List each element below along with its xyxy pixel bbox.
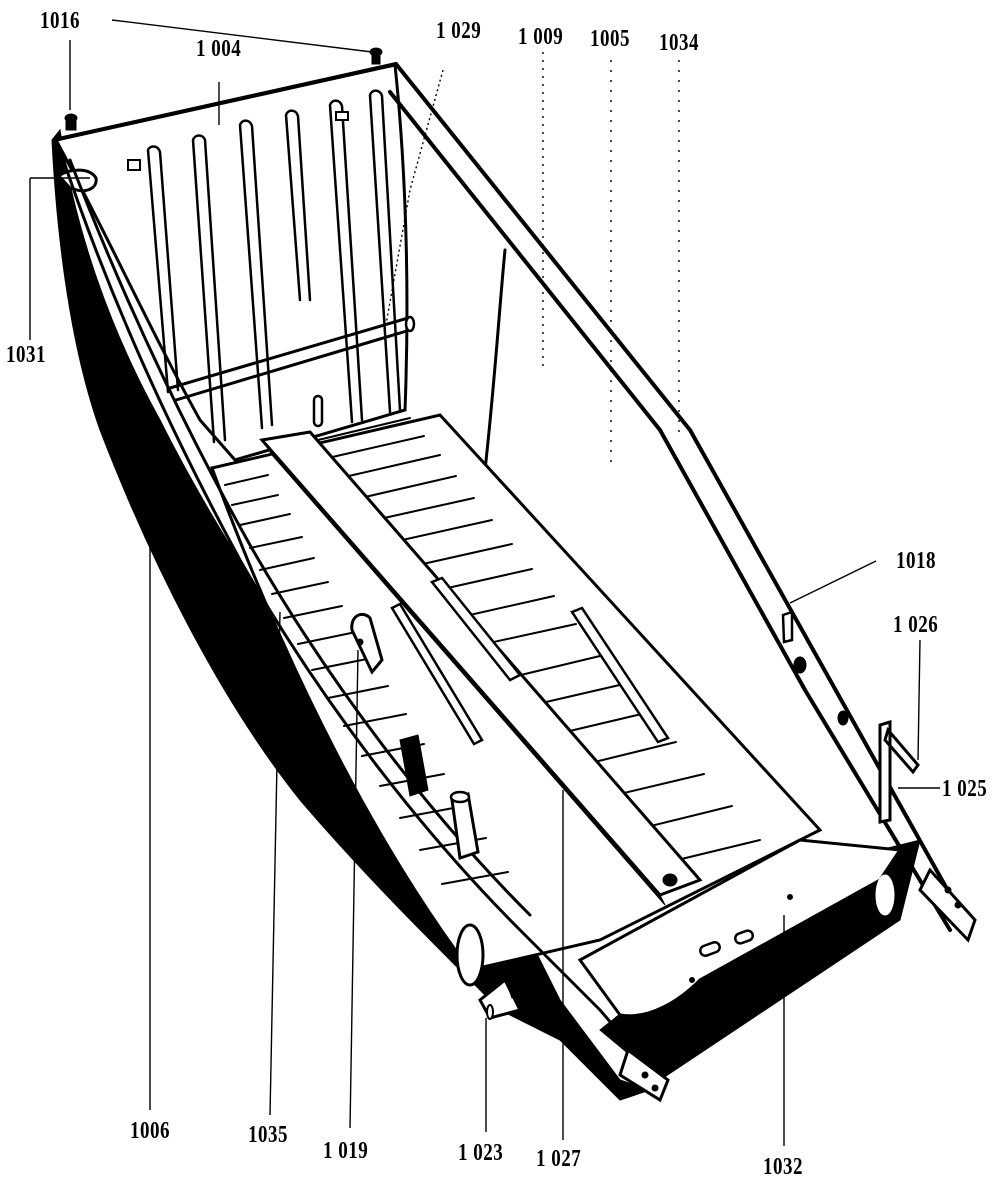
seat-rails: [390, 576, 670, 746]
crossbar-tube: [168, 315, 416, 402]
callout-1026: 1 026: [893, 612, 939, 639]
rail-bracket-1026: [878, 719, 920, 824]
callout-1009: 1 009: [518, 24, 564, 51]
hub-opening-right: [875, 874, 895, 916]
callout-1023: 1 023: [458, 1140, 504, 1167]
callout-1027: 1 027: [536, 1146, 582, 1173]
side-hull-panel: [51, 128, 652, 1101]
top-bolts: [64, 47, 383, 131]
hinge-plate: [399, 734, 429, 797]
center-beam: [259, 430, 703, 906]
floor-plate-slots: [689, 894, 793, 983]
leader-lines: [29, 19, 940, 1146]
callout-1005: 1005: [590, 26, 630, 53]
callout-1025: 1 025: [942, 776, 988, 803]
callout-1035: 1035: [248, 1122, 288, 1149]
rear-bulkhead-panel: [53, 63, 409, 462]
left-upper-rim: [58, 148, 662, 1082]
right-side-rail: [388, 62, 972, 932]
callout-1029: 1 029: [436, 18, 482, 45]
callout-1034: 1034: [659, 30, 699, 57]
callout-1019: 1 019: [323, 1138, 369, 1165]
hub-opening-left: [455, 923, 485, 987]
callout-1032: 1032: [763, 1154, 803, 1181]
mount-bracket-1019: [350, 613, 384, 675]
callout-1031: 1031: [6, 342, 46, 369]
rail-bracket-1018: [781, 610, 794, 644]
callout-1016: 1016: [40, 8, 80, 35]
callout-1006: 1006: [130, 1118, 170, 1145]
callout-1004: 1 004: [196, 36, 242, 63]
side-panel-inner-line: [483, 248, 507, 472]
callout-1018: 1018: [896, 548, 936, 575]
bulkhead-ribs: [146, 89, 402, 444]
